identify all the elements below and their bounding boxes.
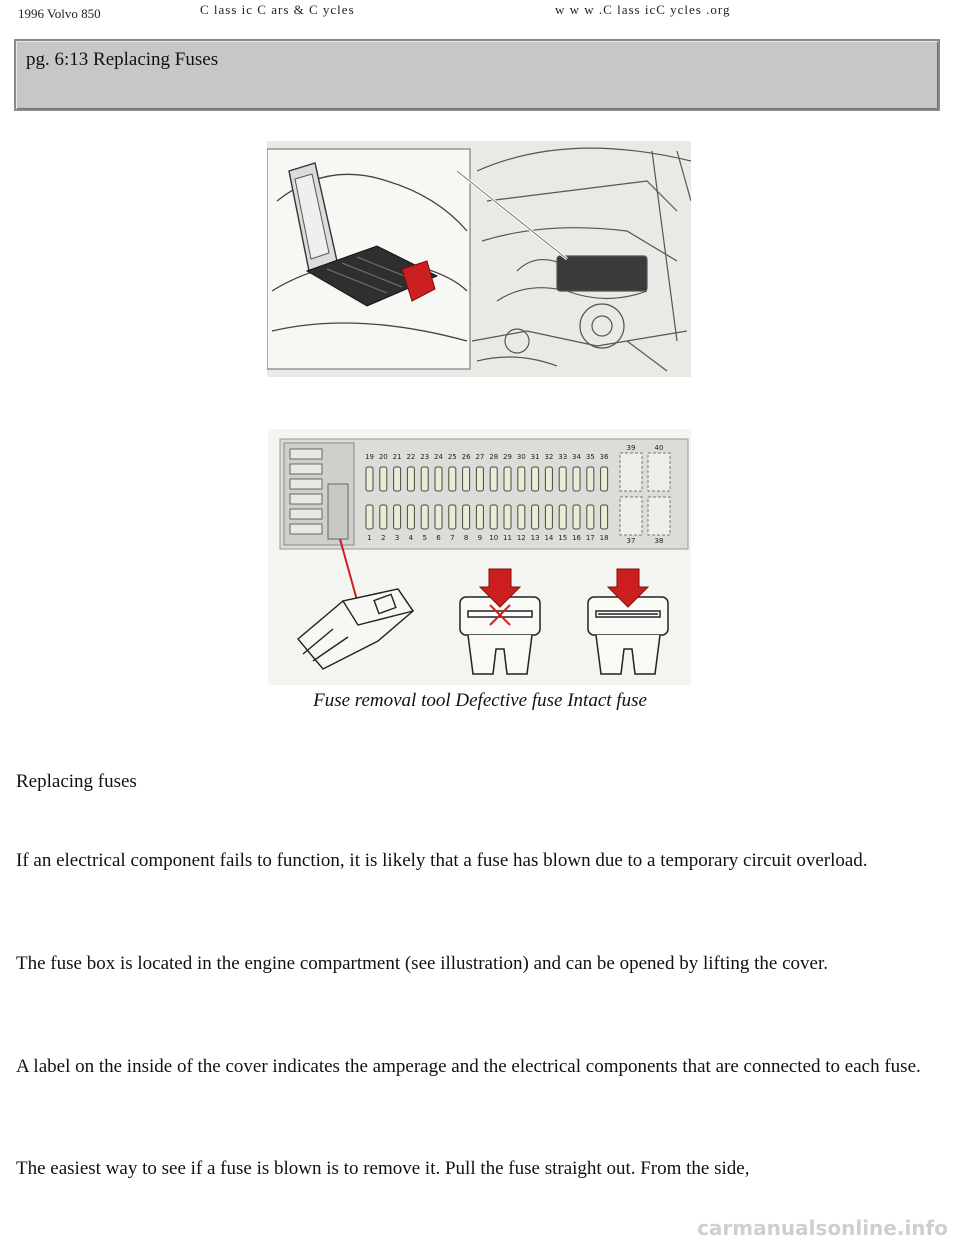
fuse-slot [586,504,595,530]
fuse-slot [448,466,457,492]
fuse-number: 38 [655,537,664,545]
fuse-slot [365,466,374,492]
fuse-slot [572,466,581,492]
fuse-slot [379,466,388,492]
spare-fuse [289,493,323,505]
fuse-number: 2 [381,534,385,542]
engine-compartment-illustration [267,141,691,377]
header-model: 1996 Volvo 850 [18,6,101,21]
paragraph: The easiest way to see if a fuse is blow… [16,1158,750,1179]
fuse-slot [517,466,526,492]
fuse-slot [393,466,402,492]
fuse-number: 34 [572,453,581,461]
fuse-slot [475,504,484,530]
fuse-slot [434,504,443,530]
fuse-number: 3 [395,534,399,542]
fuse-number: 39 [627,444,636,452]
section-heading: Replacing fuses [16,771,137,792]
header-site-name: C lass ic C ars & C ycles [200,2,355,17]
fuse-number: 19 [365,453,374,461]
watermark-logo: carmanualsonline.info [697,1216,948,1240]
fuse-slot [531,466,540,492]
fuse-number: 13 [531,534,540,542]
fuse-number: 9 [478,534,482,542]
fuse-slot [462,504,471,530]
fuse-number: 28 [489,453,498,461]
paragraph: If an electrical component fails to func… [16,850,868,871]
fuse-number: 16 [572,534,581,542]
fuse-slot [462,466,471,492]
fuse-slot [420,504,429,530]
figure-caption: Fuse removal tool Defective fuse Intact … [313,690,647,711]
fuse-number: 12 [517,534,526,542]
fuse-number: 21 [393,453,402,461]
page-title: pg. 6:13 Replacing Fuses [26,49,219,70]
spare-fuse [289,448,323,460]
fuse-number: 40 [655,444,664,452]
fuse-number: 17 [586,534,595,542]
fuse-slot [406,466,415,492]
fuse-slot [503,466,512,492]
spare-fuse [289,508,323,520]
fuse-slot [558,466,567,492]
fuse-number: 29 [503,453,512,461]
fuse-number: 36 [600,453,609,461]
fuse-number: 35 [586,453,595,461]
fuse-number: 4 [409,534,414,542]
fuse-slot [448,504,457,530]
spare-fuse [289,523,323,535]
fuse-number: 22 [406,453,415,461]
fuse-number: 10 [489,534,498,542]
fuse-number: 6 [436,534,441,542]
fuse-number: 15 [558,534,567,542]
fuse-slot [544,504,553,530]
fuse-slot [406,504,415,530]
fuse-number: 31 [531,453,540,461]
fuse-number: 32 [544,453,553,461]
fuse-slot [393,504,402,530]
fuse-number: 26 [462,453,471,461]
paragraph: The fuse box is located in the engine co… [16,953,828,974]
fuse-slot [489,504,498,530]
spare-fuse [289,463,323,475]
fuse-number: 11 [503,534,512,542]
fuse-number: 24 [434,453,443,461]
fuse-slot [503,504,512,530]
fuse-number: 14 [544,534,553,542]
fuse-slot [365,504,374,530]
fuse-slot [379,504,388,530]
header-site-url: w w w .C lass icC ycles .org [555,2,731,17]
fuse-number: 8 [464,534,468,542]
fuse-number: 5 [422,534,426,542]
fuse-slot [531,504,540,530]
fuse-slot [600,466,609,492]
fuse-slot [489,466,498,492]
fuse-slot [572,504,581,530]
fuse-slot [544,466,553,492]
fuse-number: 20 [379,453,388,461]
page-title-box: pg. 6:13 Replacing Fuses [14,39,940,111]
fuse-slot [517,504,526,530]
paragraph: A label on the inside of the cover indic… [16,1056,921,1077]
fuse-slot [586,466,595,492]
fuse-number: 37 [627,537,636,545]
fuse-number: 18 [600,534,609,542]
fuse-slot [475,466,484,492]
fuse-slot [600,504,609,530]
fuse-number: 25 [448,453,457,461]
fuse-number: 7 [450,534,454,542]
fuse-slot [420,466,429,492]
fuse-number: 27 [475,453,484,461]
fuse-slot [558,504,567,530]
fuse-slot [434,466,443,492]
fuse-number: 23 [420,453,429,461]
fuse-number: 1 [367,534,371,542]
fuse-number: 33 [558,453,567,461]
spare-fuse [289,478,323,490]
fuse-number: 30 [517,453,526,461]
